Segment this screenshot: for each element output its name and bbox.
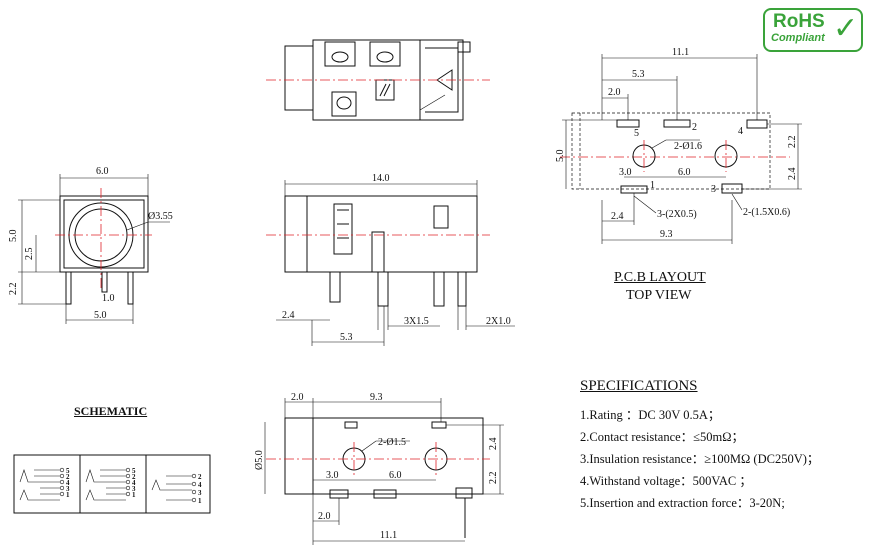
schematic-pin-label: 2 bbox=[132, 473, 136, 481]
pcb-pad-note-b: 2-(1.5X0.6) bbox=[743, 207, 790, 218]
pcb-height-label: 5.0 bbox=[555, 150, 566, 163]
spec-item-withstand-voltage: 4.Withstand voltage：500VAC ； bbox=[580, 474, 752, 488]
rohs-badge-title: RoHS bbox=[773, 11, 825, 32]
schematic-pin-terminal bbox=[59, 479, 65, 485]
rohs-badge-subtitle: Compliant bbox=[771, 32, 825, 44]
pcb-hole-note: 2-Ø1.6 bbox=[674, 141, 702, 152]
bottom-view: 2.0 9.3 2-Ø1.5 Ø5.0 2.4 2.2 3.0 6.0 2.0 … bbox=[254, 392, 504, 545]
schematic-pin-label: 3 bbox=[198, 489, 202, 497]
schematic-pin-label: 3 bbox=[132, 485, 136, 493]
pcb-dim-2-4b: 2.4 bbox=[611, 211, 624, 222]
specifications-title: SPECIFICATIONS bbox=[580, 378, 698, 394]
pcb-pad-note-a: 3-(2X0.5) bbox=[657, 209, 697, 220]
side-pitch-label: 5.3 bbox=[340, 332, 353, 343]
schematic-pin-terminal bbox=[191, 481, 197, 487]
check-icon: ✓ bbox=[833, 11, 859, 46]
pcb-layout-subtitle: TOP VIEW bbox=[626, 288, 692, 303]
pcb-dim-2-4: 2.4 bbox=[787, 168, 798, 181]
pcb-pin-5: 5 bbox=[634, 128, 639, 139]
side-view: 14.0 2.4 5.3 3X1.5 2X1.0 bbox=[266, 173, 515, 346]
pcb-dim-6-0: 6.0 bbox=[678, 167, 691, 178]
side-pins-a-label: 3X1.5 bbox=[404, 316, 429, 327]
schematic-pin-label: 4 bbox=[198, 481, 202, 489]
pcb-pin-1: 1 bbox=[650, 180, 655, 191]
pcb-dim-3-0: 3.0 bbox=[619, 167, 632, 178]
spec-item-insertion-force: 5.Insertion and extraction force：3-20N; bbox=[580, 496, 785, 510]
schematic-pin-label: 2 bbox=[198, 473, 202, 481]
schematic-pin-terminal bbox=[191, 489, 197, 495]
schematic-pin-label: 3 bbox=[66, 485, 70, 493]
schematic-pin-label: 4 bbox=[66, 479, 70, 487]
bottom-hole-note: 2-Ø1.5 bbox=[378, 437, 406, 448]
schematic-pin-terminal bbox=[125, 485, 131, 491]
pcb-pin-3: 3 bbox=[711, 184, 716, 195]
schematic-pin-terminal bbox=[191, 473, 197, 479]
schematic-pin-terminal bbox=[59, 491, 65, 497]
bottom-dim-2-2: 2.2 bbox=[488, 472, 499, 485]
schematic-pin-terminal bbox=[125, 479, 131, 485]
side-pins-b-label: 2X1.0 bbox=[486, 316, 511, 327]
spec-item-rating: 1.Rating ：DC 30V 0.5A； bbox=[580, 408, 721, 422]
front-center-height-label: 2.5 bbox=[24, 248, 35, 261]
front-height-label: 5.0 bbox=[8, 230, 19, 243]
side-length-label: 14.0 bbox=[372, 173, 390, 184]
pcb-total-width-label: 11.1 bbox=[672, 47, 689, 58]
top-view bbox=[266, 39, 490, 121]
spec-item-contact-resistance: 2.Contact resistance：≤50mΩ； bbox=[580, 430, 745, 444]
schematic-pin-label: 5 bbox=[66, 467, 70, 475]
pcb-pin-4: 4 bbox=[738, 126, 743, 137]
bottom-dim-2-0b: 2.0 bbox=[318, 511, 331, 522]
schematic-pin-label: 5 bbox=[132, 467, 136, 475]
pcb-dim-2-2: 2.2 bbox=[787, 136, 798, 149]
front-base-width-label: 5.0 bbox=[94, 310, 107, 321]
front-width-label: 6.0 bbox=[96, 166, 109, 177]
schematic-pin-terminal bbox=[125, 473, 131, 479]
schematic-pin-terminal bbox=[191, 497, 197, 503]
schematic-pin-terminal bbox=[59, 485, 65, 491]
schematic-pin-label: 4 bbox=[132, 479, 136, 487]
bottom-dim-2-0: 2.0 bbox=[291, 392, 304, 403]
front-diameter-label: Ø3.55 bbox=[148, 211, 173, 222]
rohs-badge: RoHS Compliant ✓ bbox=[763, 8, 863, 52]
schematic-pin-label: 2 bbox=[66, 473, 70, 481]
bottom-dim-3-0: 3.0 bbox=[326, 470, 339, 481]
spec-item-insulation-resistance: 3.Insulation resistance：≥100MΩ (DC250V)； bbox=[580, 452, 820, 466]
side-offset-label: 2.4 bbox=[282, 310, 295, 321]
pcb-layout: 5 2 4 1 3 11.1 5.3 2.0 5.0 2.2 2.4 2-Ø1.… bbox=[555, 47, 802, 244]
front-view: 6.0 Ø3.55 5.0 2.5 2.2 1.0 5.0 bbox=[8, 166, 173, 324]
pcb-dim-2-0: 2.0 bbox=[608, 87, 621, 98]
pcb-pin-2: 2 bbox=[692, 122, 697, 133]
schematic-pin-terminal bbox=[125, 491, 131, 497]
front-pin-width-label: 1.0 bbox=[102, 293, 115, 304]
schematic-title: SCHEMATIC bbox=[74, 404, 148, 418]
schematic-pin-label: 1 bbox=[132, 491, 136, 499]
bottom-dim-11-1: 11.1 bbox=[380, 530, 397, 541]
schematic-pin-label: 1 bbox=[66, 491, 70, 499]
bottom-diameter-label: Ø5.0 bbox=[254, 450, 265, 470]
pcb-dim-5-3: 5.3 bbox=[632, 69, 645, 80]
schematic-pin-terminal bbox=[125, 467, 131, 473]
schematic-pin-terminal bbox=[59, 473, 65, 479]
bottom-dim-2-4: 2.4 bbox=[488, 438, 499, 451]
pcb-layout-title: P.C.B LAYOUT bbox=[614, 270, 706, 285]
pcb-dim-9-3: 9.3 bbox=[660, 229, 673, 240]
front-pin-length-label: 2.2 bbox=[8, 283, 19, 296]
bottom-dim-6-0: 6.0 bbox=[389, 470, 402, 481]
schematic-pin-terminal bbox=[59, 467, 65, 473]
bottom-dim-9-3: 9.3 bbox=[370, 392, 383, 403]
schematic-pin-label: 1 bbox=[198, 497, 202, 505]
